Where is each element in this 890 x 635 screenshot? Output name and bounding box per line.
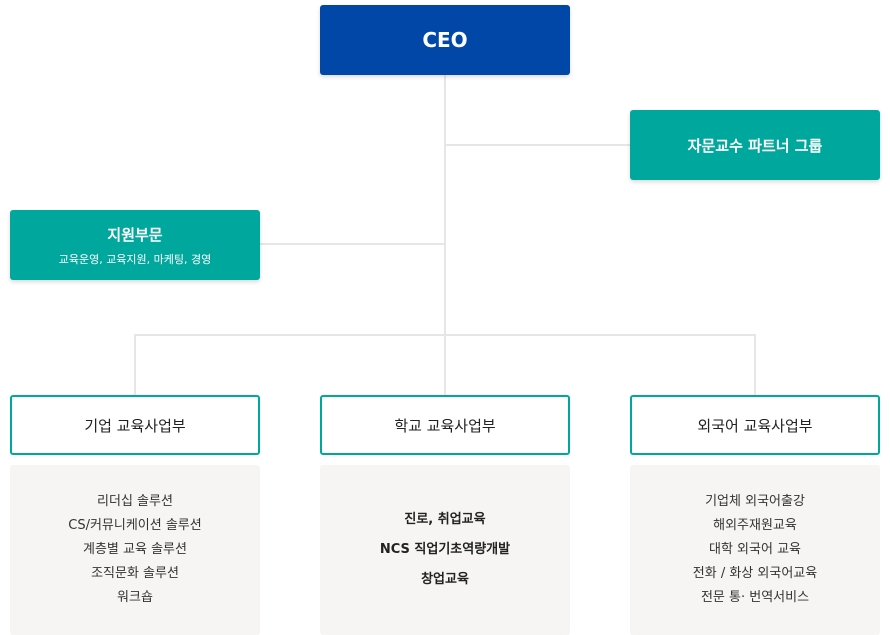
support-title: 지원부문 — [107, 225, 163, 244]
connector-drop-right — [754, 334, 756, 395]
connector-advisors — [446, 144, 630, 146]
connector-trunk — [444, 75, 446, 335]
list-item: 전화 / 화상 외국어교육 — [692, 566, 818, 581]
list-item: 대학 외국어 교육 — [709, 542, 801, 557]
list-item: NCS 직업기초역량개발 — [379, 542, 511, 557]
division-language-card: 기업체 외국어출강 해외주재원교육 대학 외국어 교육 전화 / 화상 외국어교… — [630, 465, 880, 635]
list-item: 리더십 솔루션 — [97, 494, 173, 509]
list-item: 창업교육 — [421, 572, 469, 587]
connector-drop-center — [444, 334, 446, 395]
ceo-label: CEO — [422, 28, 468, 52]
support-subtitle: 교육운영, 교육지원, 마케팅, 경영 — [58, 252, 212, 266]
list-item: 기업체 외국어출강 — [705, 494, 805, 509]
list-item: 해외주재원교육 — [713, 518, 797, 533]
list-item: 조직문화 솔루션 — [91, 566, 179, 581]
advisors-node: 자문교수 파트너 그룹 — [630, 110, 880, 180]
division-school: 학교 교육사업부 — [320, 395, 570, 455]
connector-drop-left — [134, 334, 136, 395]
list-item: 진로, 취업교육 — [404, 512, 486, 527]
support-node: 지원부문 교육운영, 교육지원, 마케팅, 경영 — [10, 210, 260, 280]
connector-support — [260, 243, 444, 245]
division-language: 외국어 교육사업부 — [630, 395, 880, 455]
advisors-label: 자문교수 파트너 그룹 — [687, 136, 823, 155]
division-language-label: 외국어 교육사업부 — [697, 416, 813, 435]
list-item: 계층별 교육 솔루션 — [83, 542, 187, 557]
division-corporate: 기업 교육사업부 — [10, 395, 260, 455]
division-school-card: 진로, 취업교육 NCS 직업기초역량개발 창업교육 — [320, 465, 570, 635]
division-school-label: 학교 교육사업부 — [394, 416, 496, 435]
list-item: 워크숍 — [117, 590, 153, 605]
ceo-node: CEO — [320, 5, 570, 75]
list-item: 전문 통· 번역서비스 — [700, 590, 810, 605]
division-corporate-label: 기업 교육사업부 — [84, 416, 186, 435]
list-item: CS/커뮤니케이션 솔루션 — [68, 518, 202, 533]
division-corporate-card: 리더십 솔루션 CS/커뮤니케이션 솔루션 계층별 교육 솔루션 조직문화 솔루… — [10, 465, 260, 635]
